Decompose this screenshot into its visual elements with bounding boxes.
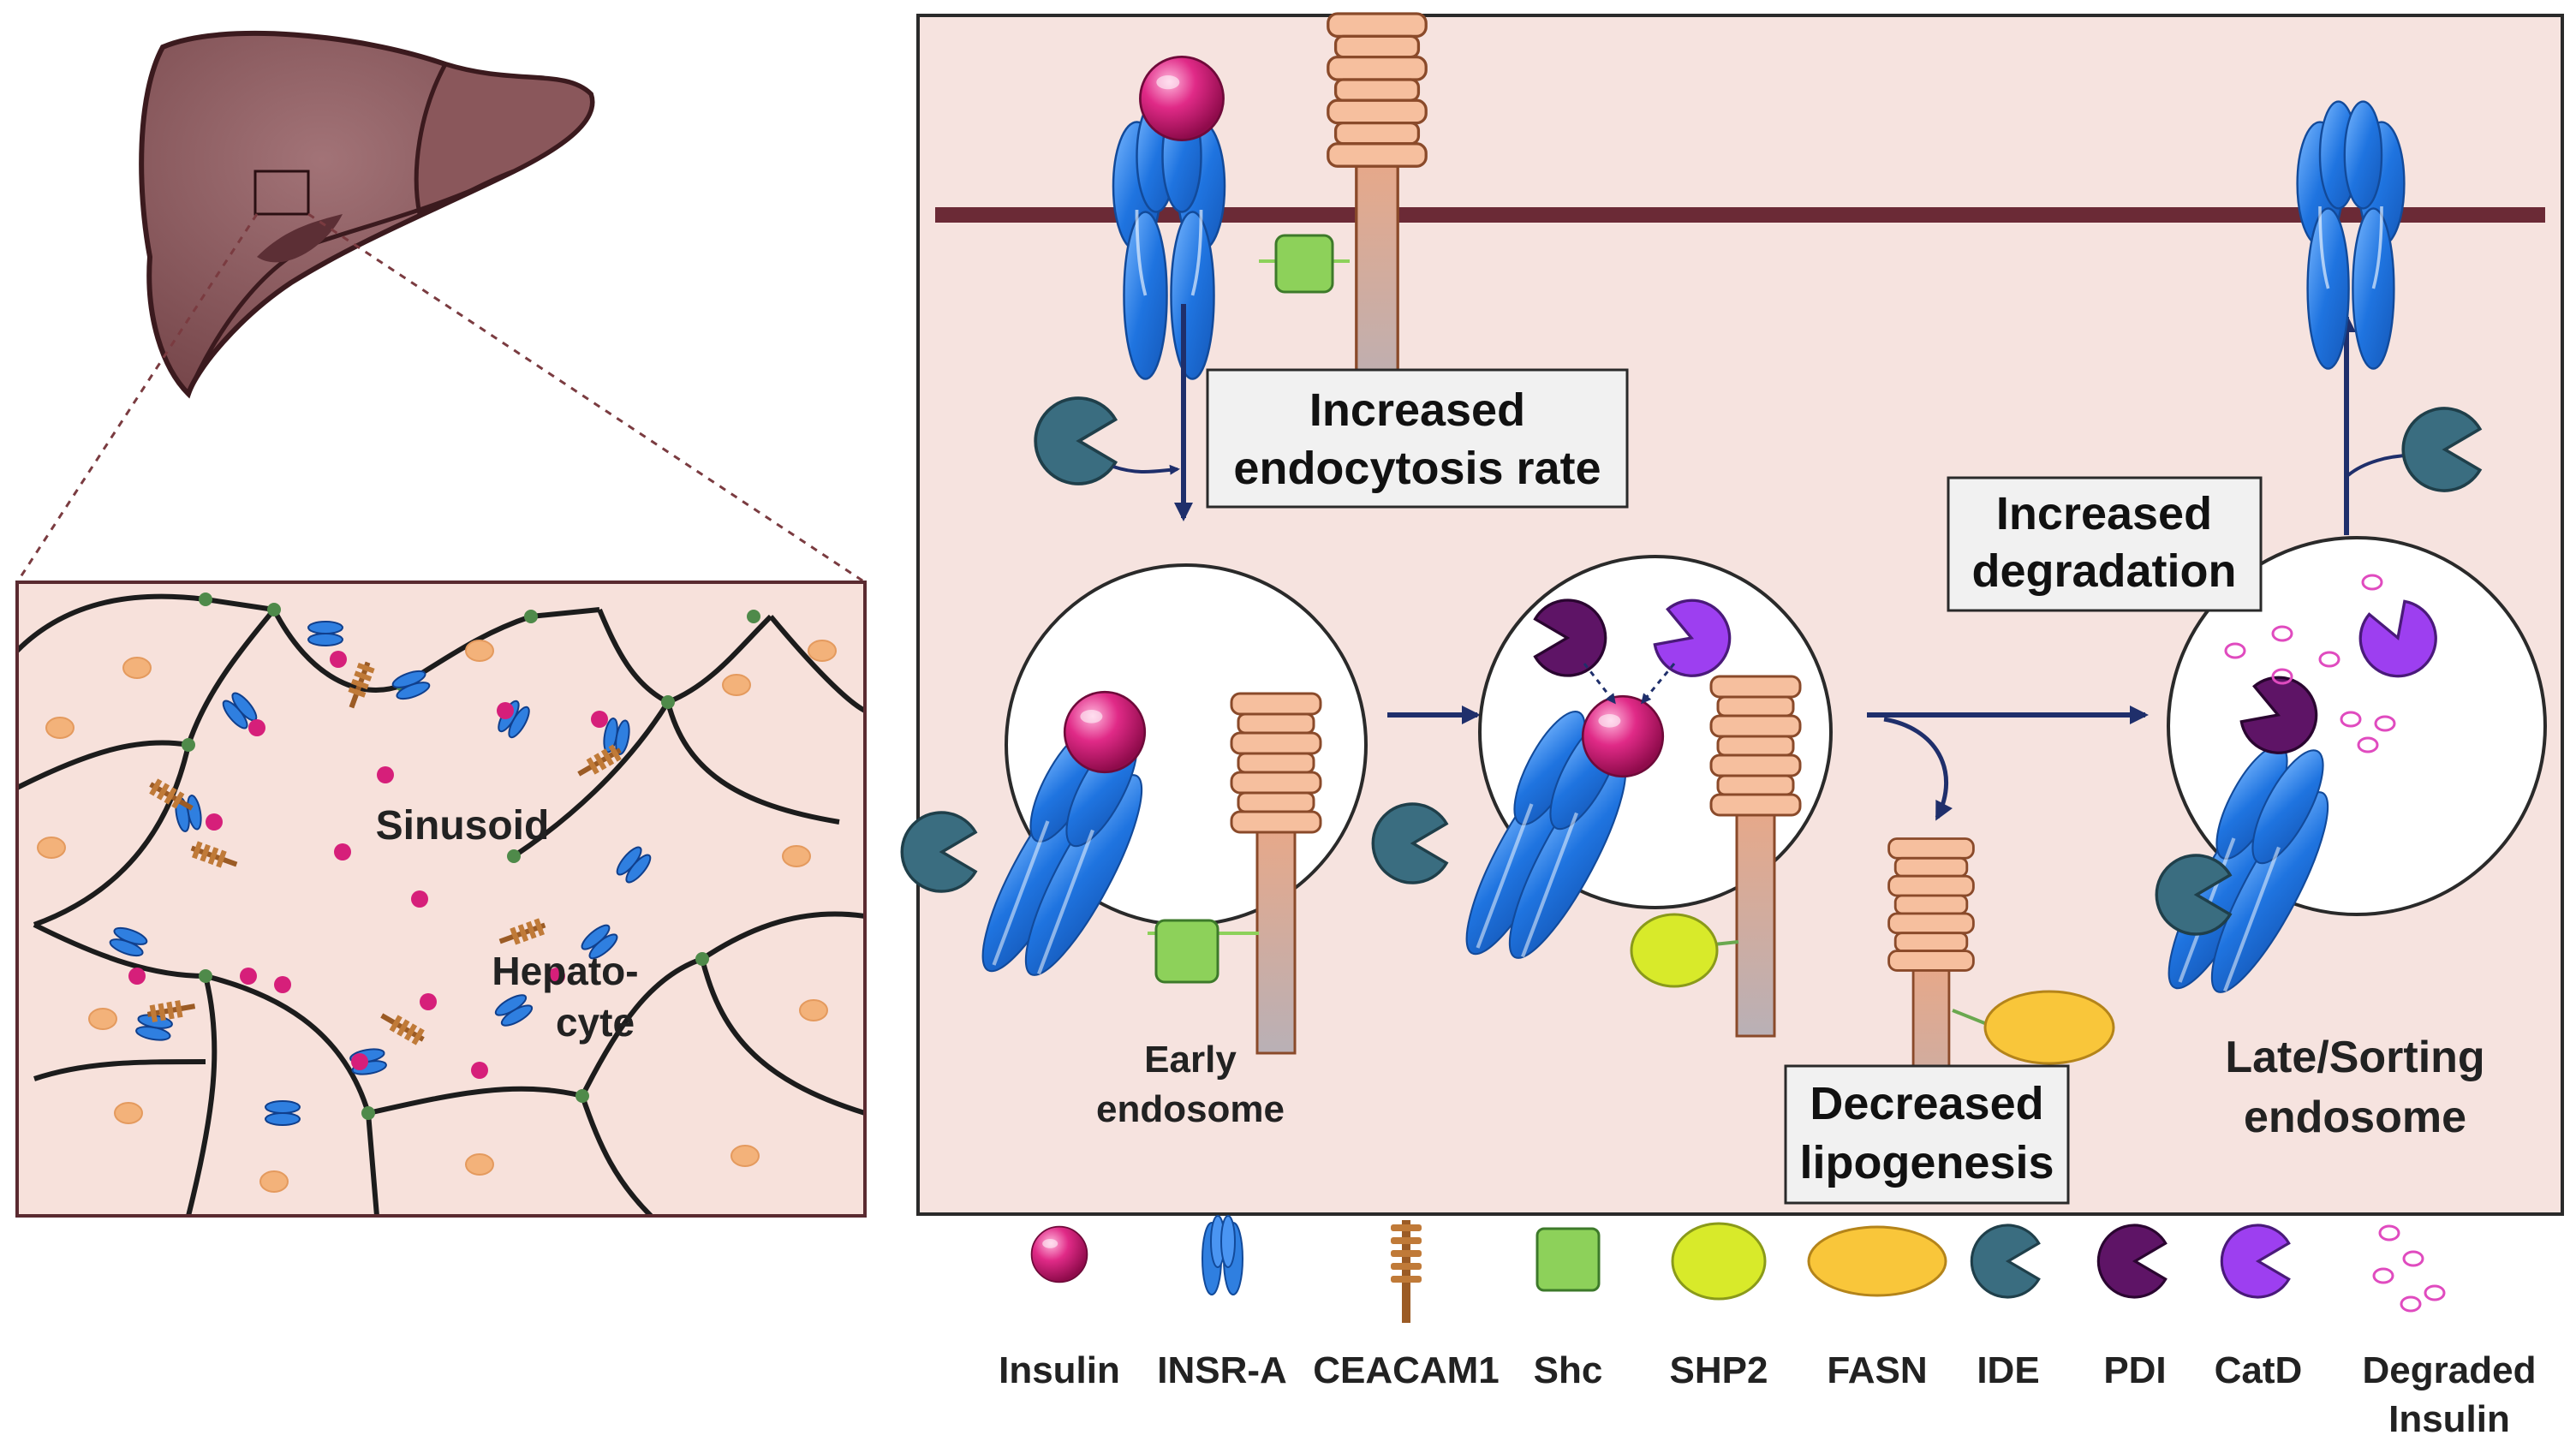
liver-tissue-zoom-panel: Sinusoid Hepato- cyte xyxy=(15,581,867,1218)
surface-receptor-complex xyxy=(1112,12,1428,411)
legend-insr: INSR-A xyxy=(1157,1215,1287,1391)
liver-illustration xyxy=(15,30,866,584)
legend-ide-label: IDE xyxy=(1977,1349,2039,1391)
hepatocyte-label-line1: Hepato- xyxy=(492,949,638,993)
legend-catd-label: CatD xyxy=(2215,1349,2303,1391)
legend: Insulin INSR-A CEACAM1 Shc SHP2 xyxy=(999,1215,2537,1440)
legend-fasn-label: FASN xyxy=(1827,1349,1927,1391)
legend-ide: IDE xyxy=(1970,1224,2041,1391)
hepatocyte-label-line2: cyte xyxy=(556,1000,635,1045)
legend-degraded-label-line1: Degraded xyxy=(2363,1349,2537,1391)
legend-fasn: FASN xyxy=(1807,1225,1947,1391)
legend-shc: Shc xyxy=(1534,1227,1603,1391)
legend-shp2: SHP2 xyxy=(1670,1222,1768,1391)
hepatocyte-network xyxy=(19,593,863,1214)
legend-degraded-insulin: Degraded Insulin xyxy=(2363,1224,2537,1440)
legend-insulin-label: Insulin xyxy=(999,1349,1120,1391)
degradation-box-line1: Increased xyxy=(1996,488,2212,539)
plasma-membrane xyxy=(935,207,2545,223)
early-endosome-label-line2: endosome xyxy=(1096,1088,1285,1130)
legend-shc-label: Shc xyxy=(1534,1349,1603,1391)
legend-catd: CatD xyxy=(2215,1224,2303,1391)
early-endosome: Early endosome xyxy=(900,563,1368,1130)
legend-insr-label: INSR-A xyxy=(1157,1349,1287,1391)
lipogenesis-box-line1: Decreased xyxy=(1810,1078,2043,1129)
legend-ceacam1: CEACAM1 xyxy=(1313,1220,1500,1391)
lipogenesis-box-line2: lipogenesis xyxy=(1799,1137,2054,1188)
endocytosis-box-line2: endocytosis rate xyxy=(1233,443,1601,494)
early-endosome-label-line1: Early xyxy=(1144,1039,1237,1081)
endocytosis-process-panel: Increased endocytosis rate Early endosom… xyxy=(900,12,2564,1216)
endocytosis-rate-box: Increased endocytosis rate xyxy=(1206,368,1629,509)
late-endosome-label-line2: endosome xyxy=(2244,1093,2466,1142)
legend-insulin: Insulin xyxy=(999,1225,1120,1391)
legend-pdi: PDI xyxy=(2096,1224,2168,1391)
late-sorting-endosome: Late/Sorting endosome xyxy=(2150,536,2547,1142)
intermediate-endosome xyxy=(1371,555,1833,1038)
late-endosome-label-line1: Late/Sorting xyxy=(2225,1033,2484,1082)
legend-shp2-label: SHP2 xyxy=(1670,1349,1768,1391)
sinusoid-label: Sinusoid xyxy=(376,803,550,849)
endocytosis-box-line1: Increased xyxy=(1309,384,1525,436)
legend-ceacam1-label: CEACAM1 xyxy=(1313,1349,1500,1391)
degradation-box-line2: degradation xyxy=(1971,545,2236,597)
lipogenesis-box: Decreased lipogenesis xyxy=(1784,1064,2070,1205)
legend-pdi-label: PDI xyxy=(2103,1349,2166,1391)
shc-protein xyxy=(1274,234,1334,294)
degradation-box: Increased degradation xyxy=(1947,476,2263,612)
degraded-insulin-fragments xyxy=(2224,574,2396,753)
ceacam1-fasn-complex xyxy=(1887,837,2115,1182)
legend-degraded-label-line2: Insulin xyxy=(2388,1398,2510,1440)
